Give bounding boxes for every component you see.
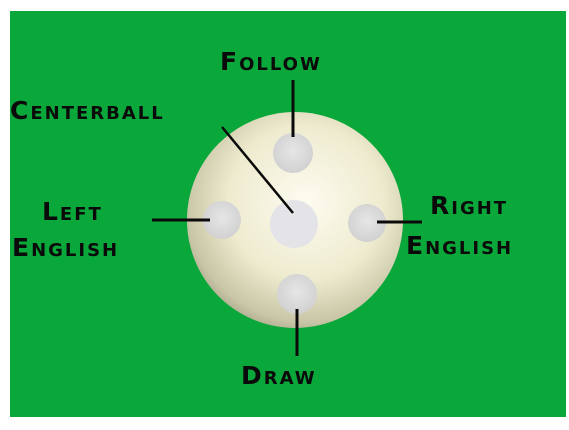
- draw-label: Draw: [241, 363, 317, 388]
- left-english-label-line2: English: [12, 235, 119, 260]
- right-english-label-line2: English: [406, 233, 513, 258]
- centerball-spot: [270, 200, 318, 248]
- diagram-canvas: Follow Centerball Left English Right Eng…: [10, 11, 566, 417]
- follow-spot: [273, 133, 313, 173]
- centerball-label: Centerball: [10, 98, 165, 123]
- left-english-label-line1: Left: [42, 199, 103, 224]
- right-english-label-line1: Right: [430, 193, 508, 218]
- follow-label: Follow: [220, 49, 322, 74]
- draw-spot: [277, 274, 317, 314]
